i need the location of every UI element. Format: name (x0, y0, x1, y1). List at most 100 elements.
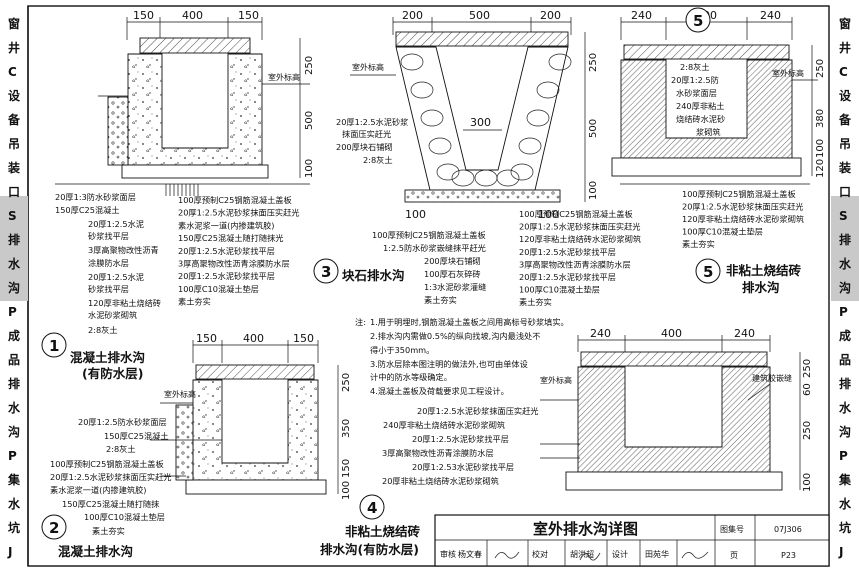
d5-label-below: 20厚1:2.5水泥砂浆抹面压实赶光 (682, 202, 803, 212)
d2-labels: 20厚1:2.5防水砂浆面层150厚C25混凝土2:8灰土100厚预制C25钢筋… (50, 417, 222, 536)
stone (428, 137, 452, 155)
d1-labels-left: 20厚1:3防水砂浆面层150厚C25混凝土20厚1:2.5水泥砂浆找平层3厚高… (55, 183, 310, 335)
d3-cover-slab (395, 31, 569, 47)
sidebar_left-char: 沟 (8, 424, 20, 439)
d1-label: 3厚高聚物改性沥青 (88, 245, 159, 255)
d1-label-right: 素土夯实 (178, 297, 211, 307)
d2-dim-top-2: 150 (293, 332, 314, 345)
sidebar_right-char: 水 (839, 256, 852, 271)
sidebar_left-char: 坑 (8, 520, 20, 535)
d4-title-line2: 排水沟(有防水层) (320, 542, 419, 557)
d5-label-left: 240厚非粘土 (676, 101, 724, 111)
d1-channel-body (127, 53, 263, 166)
d1-dim-r-2: 100 (304, 159, 315, 178)
sidebar_right-char: 水 (839, 496, 852, 511)
sidebar_left-char: P (8, 449, 17, 463)
stone (518, 137, 542, 155)
stone (496, 169, 520, 187)
d3-dim-top-1: 500 (469, 9, 490, 22)
titleblock-check-label: 校对 (532, 549, 548, 559)
d5-top-number: 5 (693, 12, 703, 30)
d2-cover-slab (195, 364, 315, 380)
mid-label: 素土夯实 (519, 297, 552, 307)
d5-dim-r-0: 250 (815, 59, 826, 78)
sidebar_left-char: 口 (8, 185, 20, 199)
d1-lime-soil (107, 96, 129, 166)
d1-label: 150厚C25混凝土 (55, 205, 120, 215)
d5-title-line1: 非粘土烧结砖 (726, 263, 802, 278)
detail-5: 240 400 240 5 室外标高 250 380 100 120 5 非粘土… (611, 7, 826, 295)
d5-label-below: 100厚C10混凝土垫层 (682, 227, 763, 237)
titleblock-review-label: 审核 (440, 549, 456, 559)
d4-dim-r-2: 250 (802, 421, 813, 440)
d5-top-circle (685, 7, 711, 33)
sidebar_right-char: 排 (839, 376, 851, 391)
titleblock-set-value: 07J306 (774, 525, 802, 534)
d3-label-left: 2:8灰土 (363, 155, 393, 165)
d1-label: 砂浆找平层 (88, 284, 129, 294)
sidebar_right-char: 沟 (839, 424, 851, 439)
d2-title: 混凝土排水沟 (58, 544, 133, 559)
stone (548, 53, 572, 71)
d3-dim-bottom-0: 100 (405, 208, 426, 221)
d2-base-layer (185, 479, 327, 495)
d1-label-right: 20厚1:2.5水泥砂浆找平层 (178, 246, 275, 256)
checker-signature (579, 552, 601, 561)
sidebar_left-char: 排 (8, 232, 20, 247)
note-line: 计中的防水等级确定。 (370, 372, 452, 382)
d4-brick-walls (577, 366, 771, 473)
d2-dim-r-3: 100 (341, 481, 352, 500)
titleblock-design-label: 设计 (612, 549, 628, 559)
sidebar_right-char: 品 (839, 353, 851, 367)
d1-dim-top-2: 150 (238, 9, 259, 22)
d4-labels: 20厚1:2.5水泥砂浆抹面压实赶光240厚非粘土烧结砖水泥砂浆砌筑20厚1:2… (382, 406, 580, 486)
sidebar_right-char: 口 (839, 185, 851, 199)
d4-dim-r-0: 250 (802, 359, 813, 378)
d1-number: 1 (49, 337, 59, 355)
titleblock-title: 室外排水沟详图 (533, 520, 638, 538)
d1-base-layer (121, 164, 269, 179)
sidebar_right-char: 备 (838, 112, 852, 127)
d2-dim-r-0: 250 (341, 373, 352, 392)
d5-label-below: 100厚预制C25钢筋混凝土盖板 (682, 189, 796, 199)
titleblock-page-label: 页 (730, 551, 738, 560)
d3-dim-r-2: 100 (588, 181, 599, 200)
sidebar_right-char: P (839, 305, 848, 319)
d2-label: 素土夯实 (92, 526, 125, 536)
d3-label-below: 素土夯实 (424, 295, 457, 305)
mid-label: 100厚C10混凝土垫层 (519, 285, 600, 295)
d5-outdoor-level: 室外标高 (772, 68, 804, 78)
d3-dim-r-1: 500 (588, 119, 599, 138)
d2-label: 20厚1:2.5水泥砂浆抹面压实赶光 (50, 472, 171, 482)
d2-number: 2 (49, 519, 59, 537)
d3-base-layer (404, 189, 561, 203)
stone (536, 81, 560, 99)
d5-label-left: 20厚1:2.5防 (671, 75, 719, 85)
sidebar_left-char: 排 (8, 376, 20, 391)
detail-2: 150 400 150 室外标高 250 350 150 100 2 混凝土排水… (41, 332, 352, 559)
sidebar_left-char: 备 (7, 112, 21, 127)
d3-number-circle (313, 258, 339, 284)
sidebar_right-char: 水 (839, 400, 852, 415)
sidebar_right-char: S (839, 209, 848, 223)
notes-lead: 注: (355, 317, 366, 327)
mid-label: 120厚非粘土烧结砖水泥砂浆砌筑 (519, 234, 641, 244)
d2-outdoor-level: 室外标高 (164, 389, 196, 399)
d4-number-circle (359, 494, 385, 520)
titleblock-designer: 田苑华 (645, 549, 669, 559)
sidebar_right-char: 坑 (839, 520, 851, 535)
d1-label-right: 100厚预制C25钢筋混凝土盖板 (178, 195, 292, 205)
sidebar_right-char: 窗 (839, 16, 851, 31)
detail-3: 200 500 200 室外标高 300 250 500 100 100 100… (313, 9, 599, 305)
sidebar_left-char: 品 (8, 353, 20, 367)
d1-labels-right: 100厚预制C25钢筋混凝土盖板20厚1:2.5水泥砂浆抹面压实赶光素水泥浆一道… (178, 195, 299, 307)
d3-label-left: 抹面压实赶光 (342, 129, 391, 139)
d1-title-line1: 混凝土排水沟 (70, 350, 145, 365)
d4-label: 240厚非粘土烧结砖水泥砂浆砌筑 (383, 420, 505, 430)
mid-label: 100厚预制C25钢筋混凝土盖板 (519, 209, 633, 219)
d4-dim-top-2: 240 (734, 327, 755, 340)
